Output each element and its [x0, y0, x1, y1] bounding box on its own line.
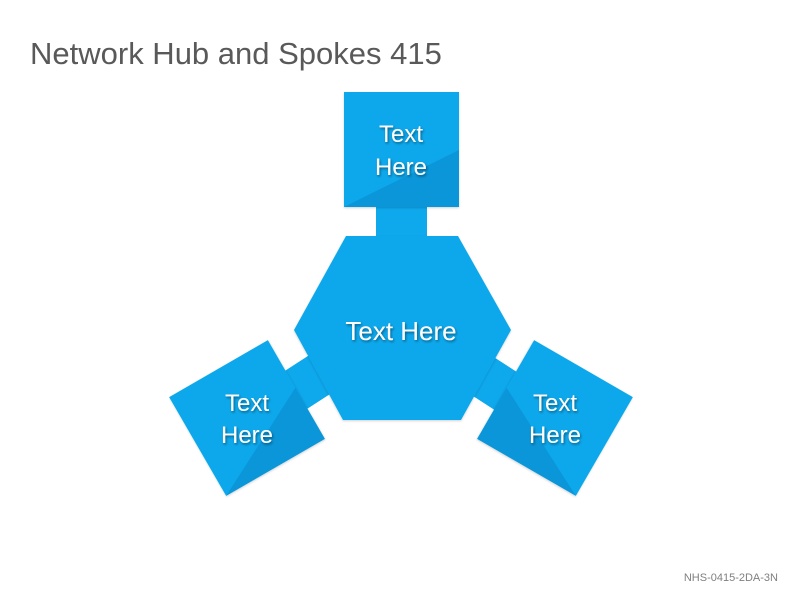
spoke-right-line2: Here [529, 422, 581, 449]
hub-label: Text Here [345, 316, 456, 346]
page-title: Network Hub and Spokes 415 [30, 36, 442, 71]
slide-code: NHS-0415-2DA-3N [683, 572, 778, 584]
hub-hexagon[interactable] [294, 236, 511, 420]
spoke-left-line1: Text [225, 390, 269, 417]
spoke-top[interactable]: Text Here [344, 92, 459, 207]
spoke-left-line2: Here [221, 422, 273, 449]
spoke-right[interactable]: Text Here [477, 340, 633, 496]
spoke-right-line1: Text [533, 390, 577, 417]
spoke-top-line2: Here [375, 154, 427, 181]
spoke-left[interactable]: Text Here [169, 340, 325, 496]
spoke-top-line1: Text [379, 121, 423, 148]
